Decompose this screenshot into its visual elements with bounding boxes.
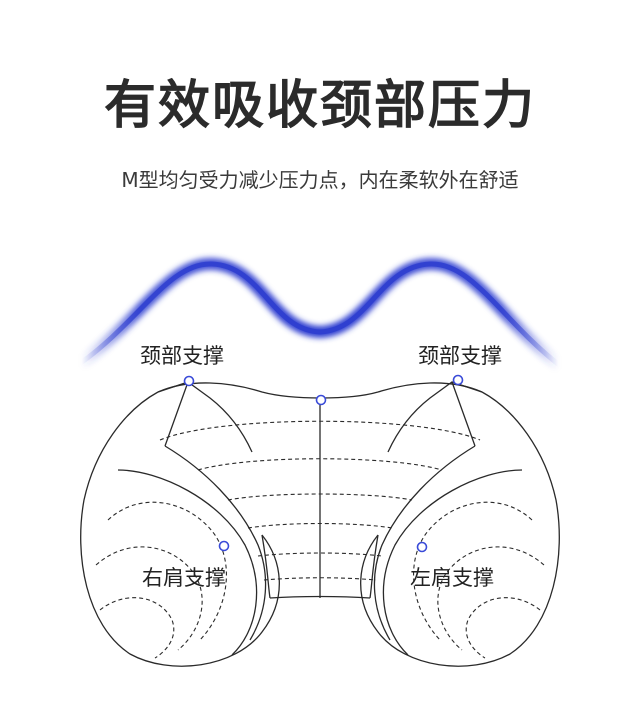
- left-shoulder-support-label: 左肩支撑: [410, 566, 494, 590]
- pillow-contour-lines: [95, 420, 545, 659]
- m-wave: [76, 258, 564, 370]
- neck-support-right-label: 颈部支撑: [418, 344, 502, 368]
- page-title: 有效吸收颈部压力: [103, 76, 536, 136]
- neck-support-right-marker: [452, 374, 464, 386]
- page-subtitle: M型均匀受力减少压力点，内在柔软外在舒适: [121, 168, 519, 192]
- right-shoulder-support-label: 右肩支撑: [142, 566, 226, 590]
- left-shoulder-marker: [416, 541, 428, 553]
- support-markers: [183, 374, 464, 553]
- neck-center-marker: [315, 394, 327, 406]
- pillow-outline: [80, 381, 560, 667]
- right-shoulder-marker: [218, 540, 230, 552]
- neck-support-left-marker: [183, 375, 195, 387]
- neck-support-left-label: 颈部支撑: [140, 344, 224, 368]
